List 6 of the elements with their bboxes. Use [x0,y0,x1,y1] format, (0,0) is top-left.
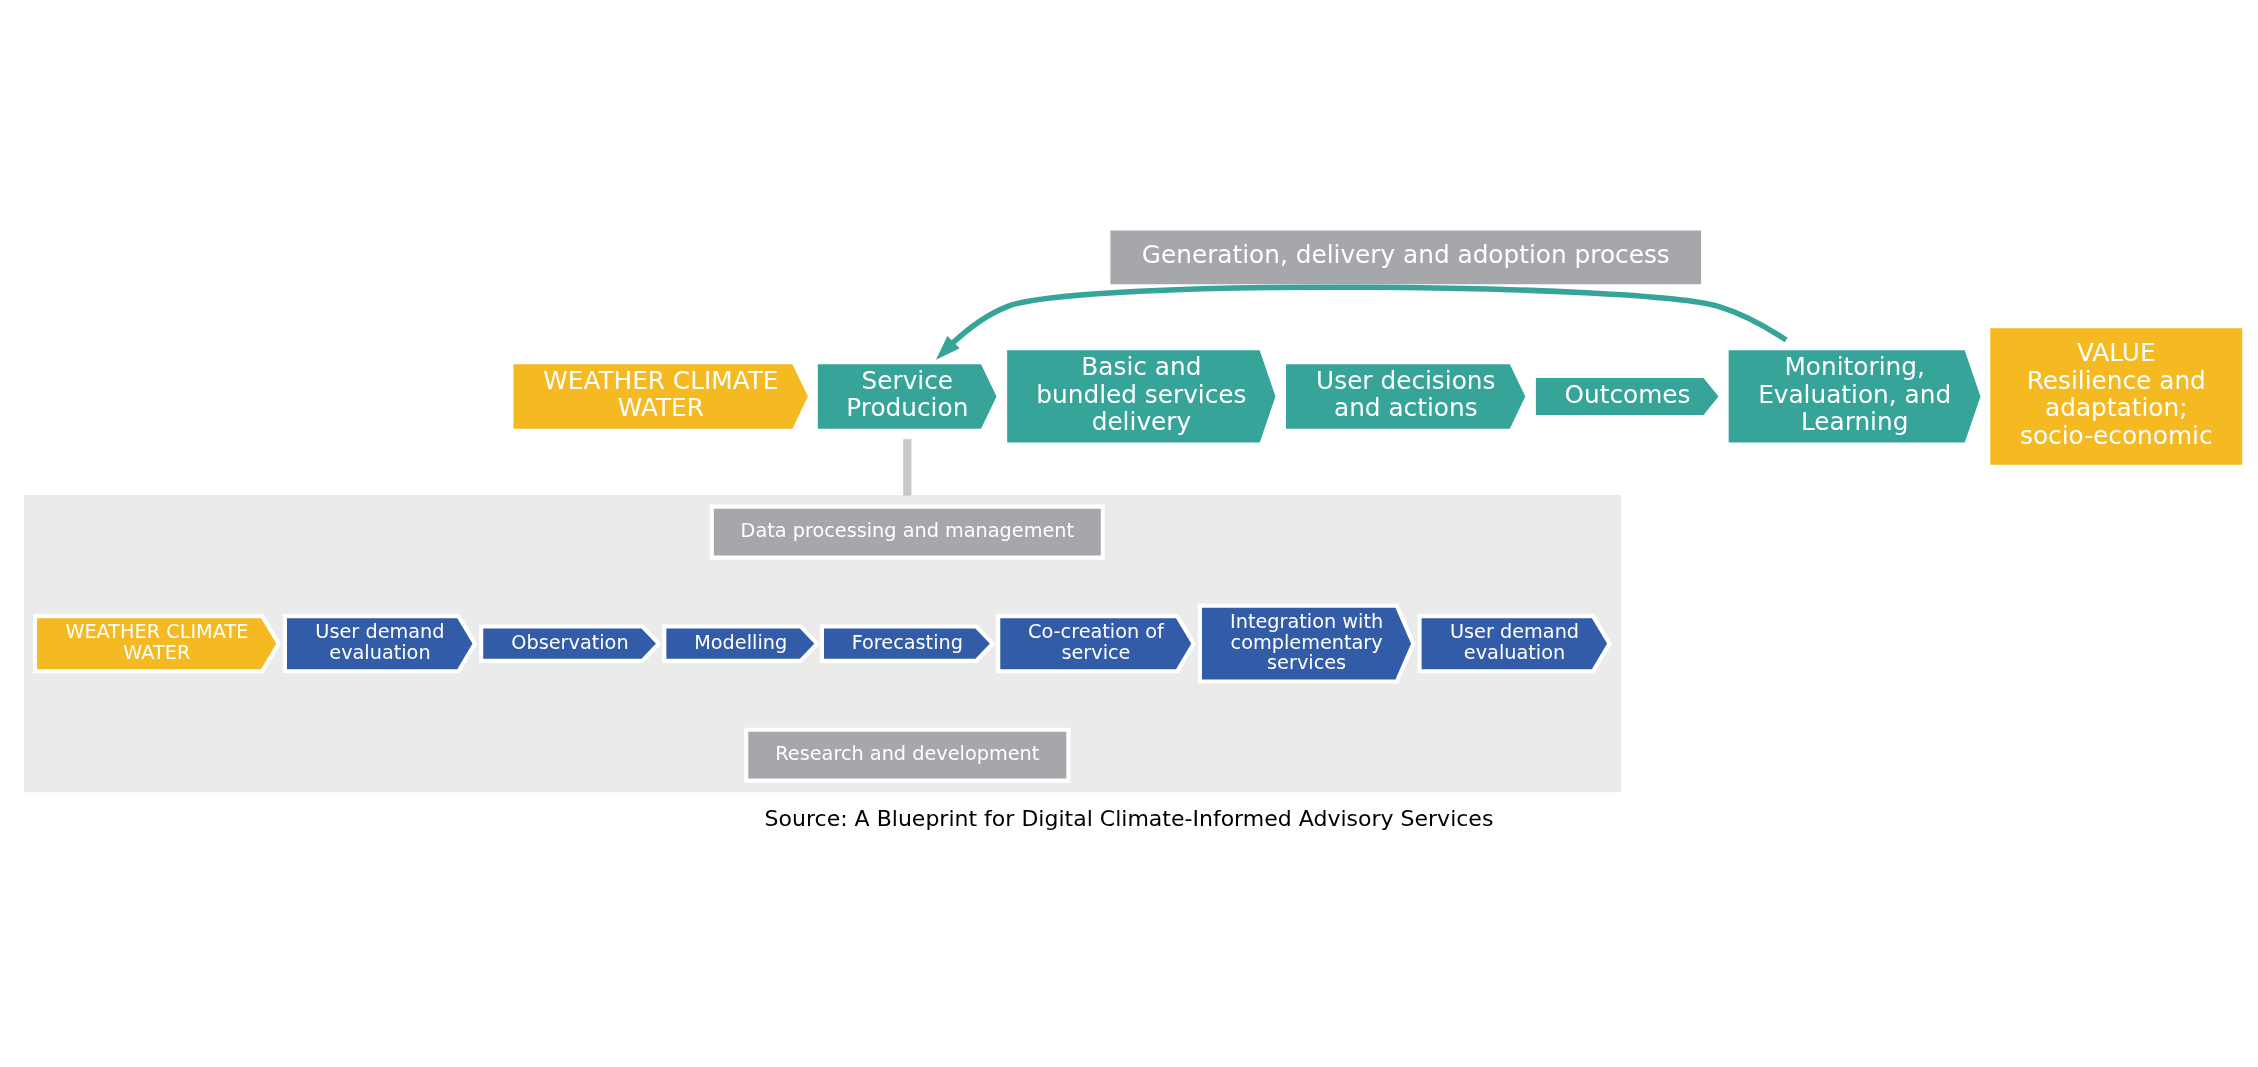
node-box: Research and development [744,727,1071,783]
node-box: Data processing and management [709,504,1105,560]
connector [903,439,912,496]
caption: Source: A Blueprint for Digital Climate-Informed Advisory Services [764,805,1494,831]
arrow [935,284,1788,360]
cluster [24,494,1622,793]
